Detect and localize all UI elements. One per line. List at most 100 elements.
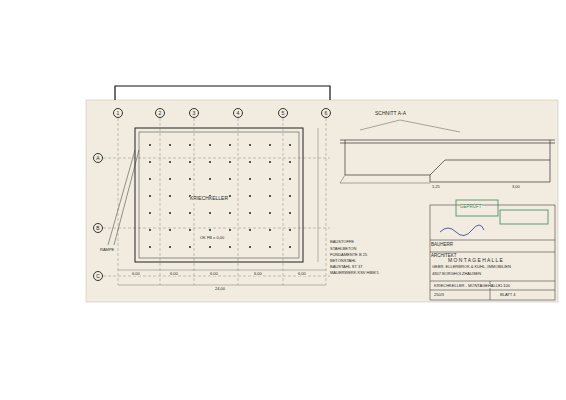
axis-label: 3 (193, 111, 196, 116)
column (289, 212, 291, 214)
column (229, 246, 231, 248)
drawing-note: BETONSTAHL (330, 259, 356, 263)
column (249, 212, 251, 214)
drawing-note: STAHLBETON (330, 247, 356, 251)
column (209, 144, 211, 146)
column (189, 212, 191, 214)
dimension-lines (118, 128, 326, 285)
column (269, 178, 271, 180)
column (269, 195, 271, 197)
axis-circle: 3 (189, 108, 199, 118)
column (169, 212, 171, 214)
drawing-note: 1,25 (432, 185, 440, 189)
column (229, 229, 231, 231)
axis-label: 1 (117, 111, 120, 116)
column-grid (149, 144, 291, 248)
column (169, 161, 171, 163)
column (189, 229, 191, 231)
axis-circle: 6 (321, 108, 331, 118)
column (149, 195, 151, 197)
column (169, 178, 171, 180)
column (269, 144, 271, 146)
column (289, 144, 291, 146)
column (149, 144, 151, 146)
drawing-note: OK FB ± 0,00 (200, 236, 224, 240)
axis-label: A (96, 156, 99, 161)
column (209, 229, 211, 231)
column (229, 161, 231, 163)
drawing-note: 4807 BORGHOLZHAUSEN (432, 272, 481, 276)
axis-label: 5 (282, 111, 285, 116)
column (249, 178, 251, 180)
column (289, 195, 291, 197)
paper (86, 100, 558, 302)
drawing-note: BAUHERR (431, 243, 453, 248)
drawing-note: 3,00 (512, 185, 520, 189)
column (149, 161, 151, 163)
column (249, 144, 251, 146)
drawing-note: GEPRÜFT (460, 205, 482, 210)
column (249, 161, 251, 163)
column (269, 246, 271, 248)
column (209, 178, 211, 180)
drawing-note: GEBR. ELLERBROK & KUHL, IMMOBILIEN (432, 265, 511, 269)
drawing-note: 24,00 (215, 287, 225, 291)
column (169, 195, 171, 197)
drawing-note: FUNDAMENTE B 25 (330, 253, 367, 257)
column (209, 212, 211, 214)
drawing-note: KRIECHKELLER - MONTAGEHALLE (434, 284, 501, 288)
axis-label: 2 (159, 111, 162, 116)
column (289, 229, 291, 231)
column (189, 161, 191, 163)
column (209, 161, 211, 163)
column (289, 161, 291, 163)
axis-label: B (96, 226, 99, 231)
axis-circle: 2 (155, 108, 165, 118)
column (289, 246, 291, 248)
column (189, 144, 191, 146)
column (249, 195, 251, 197)
axis-label: 6 (325, 111, 328, 116)
column (149, 178, 151, 180)
axis-circle: A (93, 153, 103, 163)
drawing-note: BAUSTAHL ST 37 (330, 265, 362, 269)
column (169, 144, 171, 146)
drawing-note: KRIECHKELLER (190, 196, 228, 201)
column (169, 229, 171, 231)
axis-lines (103, 118, 330, 285)
column (149, 246, 151, 248)
column (269, 161, 271, 163)
drawing-note: 1:100 (500, 284, 510, 288)
frame-bracket (115, 86, 330, 100)
drawing-note: BLATT 4 (500, 293, 515, 297)
drawing-note: 250/3 (434, 293, 444, 297)
drawing-note: SCHNITT A-A (375, 111, 406, 116)
axis-circle: 5 (278, 108, 288, 118)
column (209, 246, 211, 248)
axis-circle: 1 (113, 108, 123, 118)
drawing-note: RAMPE (100, 248, 114, 252)
column (229, 212, 231, 214)
column (229, 178, 231, 180)
drawing-note: 6,00 (210, 272, 218, 276)
column (289, 178, 291, 180)
drawing-note: MAUERWERK KSV HBM 5 (330, 271, 379, 275)
section-drawing (340, 120, 555, 183)
column (189, 178, 191, 180)
drawing-note: 6,00 (170, 272, 178, 276)
axis-circle: C (93, 271, 103, 281)
axis-circle: B (93, 223, 103, 233)
column (169, 246, 171, 248)
drawing-note: 6,00 (254, 272, 262, 276)
column (269, 212, 271, 214)
column (189, 246, 191, 248)
axis-circle: 4 (233, 108, 243, 118)
column (269, 229, 271, 231)
title-block (430, 205, 555, 300)
approval-stamps (456, 200, 548, 224)
signature (440, 225, 484, 236)
column (149, 229, 151, 231)
column (249, 246, 251, 248)
drawing-note: M O N T A G E H A L L E (448, 258, 503, 263)
